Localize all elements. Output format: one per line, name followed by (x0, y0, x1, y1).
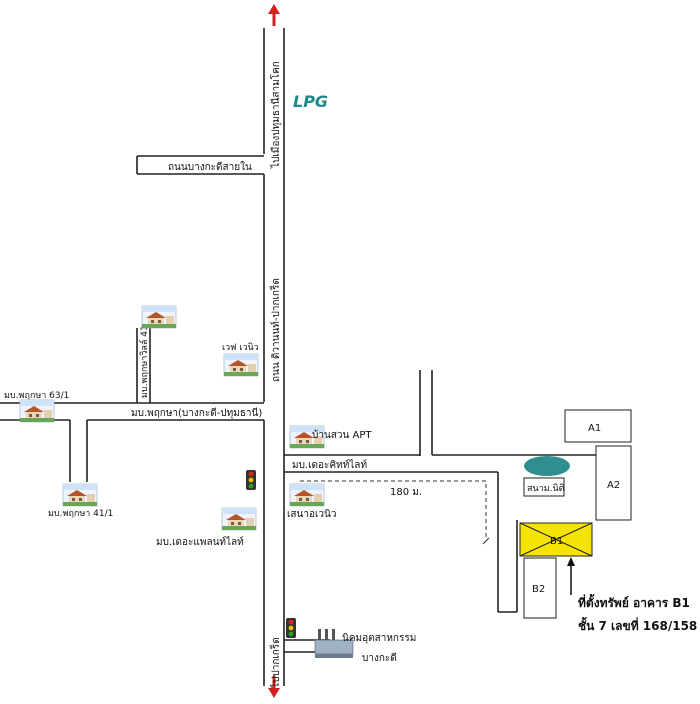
property-label-line2: ชั้น 7 เลขที่ 168/158 (578, 616, 697, 633)
city-light-label: มบ.เดอะคิทท์ไลท์ (292, 459, 367, 471)
south-direction-label: ไปปากเกร็ด (268, 637, 282, 689)
wave-avenue-label: เวฟ เวนิว (222, 342, 259, 353)
industrial-estate-label-2: บางกะดี (362, 652, 397, 664)
park-label: สนาม.นิติ (527, 483, 565, 494)
traffic-light-icon (246, 470, 256, 490)
city-light-road (284, 370, 600, 613)
phruksa-41-house-icon (62, 483, 98, 507)
bang-kadi-sai-nai-road (136, 155, 264, 175)
building-a2 (595, 445, 632, 521)
senna-avenue-label: เสนาอเวนิว (287, 509, 336, 520)
property-label-line1: ที่ตั้งทรัพย์ อาคาร B1 (578, 593, 690, 610)
property-pointer-arrow-icon (567, 557, 575, 595)
industrial-estate-label-1: นิคมอุตสาหกรรม (342, 633, 416, 644)
phruksa-41-label: มบ.พฤกษา 41/1 (48, 509, 113, 519)
park-box (523, 477, 565, 497)
senna-avenue-house-icon (289, 483, 325, 507)
north-direction-label: ไปเมืองปทุมธานีสามโคก (269, 61, 282, 169)
building-a1-label: A1 (588, 423, 601, 434)
wave-avenue-house-icon (223, 353, 259, 377)
building-b2-label: B2 (532, 584, 545, 595)
distance-indicator (300, 480, 490, 545)
north-arrow-icon (268, 4, 280, 26)
phruksa-63-house-icon (19, 399, 55, 423)
phruksa-63-label: มบ.พฤกษา 63/1 (4, 391, 69, 401)
south-arrow-icon (268, 676, 280, 698)
plant-light-label: มบ.เดอะแพลนท์ไลท์ (156, 536, 244, 548)
bang-kadi-sai-nai-label: ถนนบางกะดีสายใน (168, 161, 252, 173)
pond-icon (524, 456, 570, 476)
baan-suan-label: บ้านสวน APT (312, 429, 372, 441)
main-road-label: ถนน ติวานนท์-ปากเกร็ด (268, 278, 282, 382)
main-road (263, 28, 285, 686)
building-b2 (523, 557, 557, 619)
building-b1-label: B1 (550, 536, 563, 547)
factory-icon (314, 629, 354, 658)
building-a2-label: A2 (607, 480, 620, 491)
phruksa-main-label: มบ.พฤกษา(บางกะดี-ปทุมธานี) (131, 407, 262, 419)
building-b1 (519, 522, 593, 557)
distance-label: 180 ม. (390, 487, 422, 498)
plant-light-house-icon (221, 507, 257, 531)
lpg-logo: LPG (293, 92, 328, 111)
building-a1 (564, 409, 632, 443)
traffic-light-south-icon (286, 618, 296, 638)
phruksa-villa-label: มบ.พฤกษาวิลล์ 41 (138, 325, 150, 398)
phruksa-villa-house-icon (141, 305, 177, 329)
